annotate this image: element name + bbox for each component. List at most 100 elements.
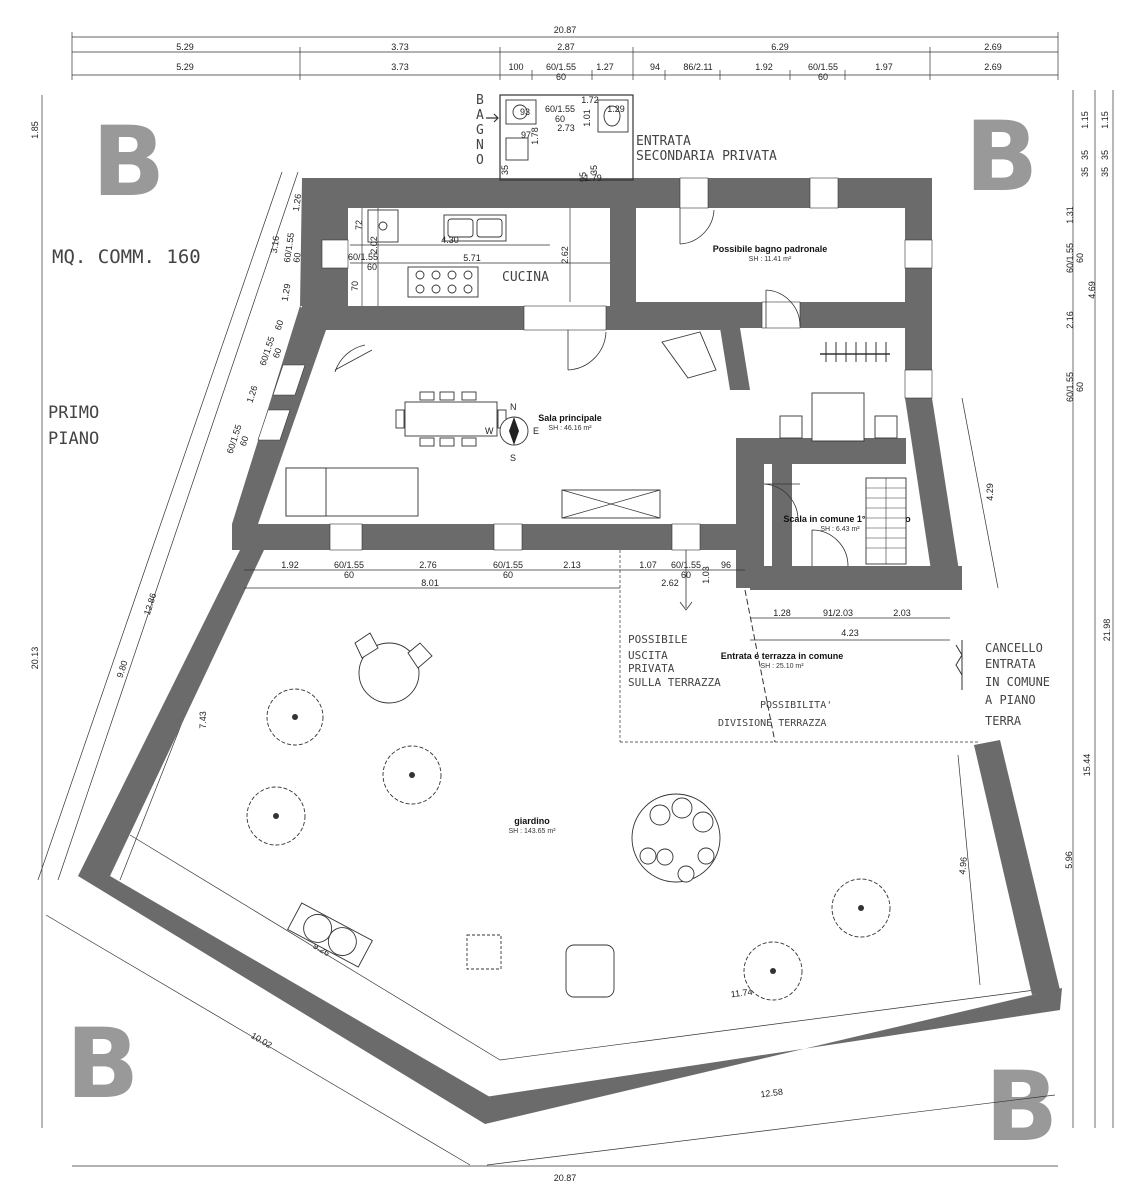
dim-label: 35 bbox=[1080, 167, 1090, 177]
dim-label: 10.02 bbox=[249, 1030, 274, 1050]
dim-label: 35 bbox=[1080, 150, 1090, 160]
dim-label: 1.28 bbox=[773, 608, 791, 618]
tree-icon bbox=[831, 878, 891, 938]
dim-label: 1.03 bbox=[701, 566, 711, 584]
dim-label: 2.02 bbox=[369, 236, 379, 254]
planter-icon bbox=[631, 793, 721, 883]
area-sala: SH : 46.16 m² bbox=[548, 425, 592, 432]
dim-label: 11.74 bbox=[730, 987, 753, 1000]
compass-e: E bbox=[533, 426, 539, 436]
dim-label: 86/2.11 bbox=[683, 62, 712, 72]
bottom-dimension-chains: 9.26 10.02 11.74 12.58 20.87 bbox=[45, 834, 1058, 1183]
lounger-icon bbox=[287, 902, 373, 968]
room-scala: Scala in comune 1° e 2° piano bbox=[783, 514, 911, 524]
dim-label: 60 bbox=[503, 570, 513, 580]
dim-label: 97 bbox=[521, 130, 531, 140]
note-primo: PRIMO bbox=[48, 403, 99, 423]
note-line: A PIANO bbox=[985, 693, 1036, 707]
dim-label: 2.69 bbox=[984, 42, 1002, 52]
dim-label: 2.03 bbox=[893, 608, 911, 618]
dim-label: 96 bbox=[721, 560, 731, 570]
right-dimension-chains: 1.15 1.15 35 35 35 35 1.31 60/1.55 60 4.… bbox=[957, 90, 1114, 1128]
tree-icon bbox=[266, 688, 324, 746]
note-line: PRIVATA bbox=[628, 662, 675, 675]
note-line: POSSIBILITA' bbox=[760, 700, 832, 711]
dim-label: 6.29 bbox=[771, 42, 789, 52]
dim-label: 3.73 bbox=[391, 62, 409, 72]
dim-label: 3.73 bbox=[391, 42, 409, 52]
dim-label: 60/1.55 bbox=[493, 560, 523, 570]
windows bbox=[257, 177, 933, 551]
dim-label: 2.16 bbox=[1065, 311, 1075, 329]
left-dimension-chains: 1.85 20.13 3.16 60/1.55 60 1.26 1.29 60 … bbox=[30, 95, 303, 1128]
watermark-b-bottom-right: B bbox=[985, 1051, 1058, 1163]
dim-label: 100 bbox=[508, 62, 523, 72]
dim-label: 5.71 bbox=[463, 253, 481, 263]
watermark-b-bottom-left: B bbox=[66, 1008, 139, 1120]
dim-label: 7.43 bbox=[198, 711, 208, 729]
compass-w: W bbox=[485, 426, 494, 436]
dim-label: 2.76 bbox=[419, 560, 437, 570]
dim-label: 1.92 bbox=[281, 560, 299, 570]
gate-icon bbox=[955, 640, 963, 690]
dim-label: 2.87 bbox=[557, 42, 575, 52]
note-line: POSSIBILE bbox=[628, 633, 688, 646]
sala-furniture bbox=[285, 331, 907, 565]
compass-n: N bbox=[510, 402, 517, 412]
bagno-letter: G bbox=[476, 123, 484, 138]
bagno-letter: B bbox=[476, 93, 484, 108]
area-bagno-padronale: SH : 11.41 m² bbox=[749, 256, 792, 263]
dim-label: 35 bbox=[589, 165, 599, 175]
dim-label: 60 bbox=[238, 435, 251, 448]
dim-label: 8.01 bbox=[421, 578, 439, 588]
dim-label: 1.79 bbox=[584, 173, 602, 183]
dim-label: 1.72 bbox=[581, 95, 599, 105]
area-giardino: SH : 143.65 m² bbox=[508, 828, 556, 835]
note-uscita: POSSIBILE USCITA PRIVATA SULLA TERRAZZA bbox=[628, 633, 721, 689]
dim-label: 1.29 bbox=[280, 283, 293, 302]
note-secondaria: SECONDARIA PRIVATA bbox=[636, 149, 777, 164]
dim-label: 1.27 bbox=[596, 62, 614, 72]
tree-icon bbox=[382, 745, 442, 805]
arrow-icon bbox=[486, 113, 499, 123]
note-line: SULLA TERRAZZA bbox=[628, 676, 721, 689]
watermark-b-top-right: B bbox=[965, 101, 1038, 213]
note-line: IN COMUNE bbox=[985, 675, 1050, 689]
arrow-icon bbox=[679, 550, 693, 611]
dim-label: 12.58 bbox=[760, 1087, 784, 1100]
dim-label: 2.13 bbox=[563, 560, 581, 570]
note-line: CANCELLO bbox=[985, 641, 1043, 655]
dim-label: 1.92 bbox=[755, 62, 773, 72]
note-line: DIVISIONE TERRAZZA bbox=[718, 718, 826, 729]
dim-label: 60/1.55 bbox=[545, 104, 575, 114]
dim-label: 60 bbox=[271, 347, 284, 360]
dim-label: 2.62 bbox=[560, 246, 570, 264]
dim-label: 60/1.55 bbox=[546, 62, 576, 72]
room-terrazza: Entrata e terrazza in comune bbox=[721, 651, 844, 661]
round-table-icon bbox=[358, 642, 420, 704]
dim-bottom-total: 20.87 bbox=[554, 1173, 577, 1183]
dim-label: 1.26 bbox=[245, 384, 260, 404]
dim-label: 60 bbox=[1075, 382, 1085, 392]
dim-label: 60/1.55 bbox=[1065, 372, 1075, 402]
dim-label: 5.96 bbox=[1064, 851, 1074, 869]
dim-label: 60 bbox=[555, 114, 565, 124]
note-bagno-vertical: B A G N O bbox=[476, 93, 484, 168]
dim-label: 60/1.55 bbox=[334, 560, 364, 570]
dim-label: 60 bbox=[367, 262, 377, 272]
dim-label: 60 bbox=[556, 72, 566, 82]
dim-label: 1.29 bbox=[607, 104, 625, 114]
dim-label: 1.15 bbox=[1080, 111, 1090, 129]
watermark-b-top-left: B bbox=[92, 106, 165, 218]
dim-label: 35 bbox=[1100, 150, 1110, 160]
tree-icon bbox=[246, 786, 306, 846]
dim-label: 60/1.55 bbox=[808, 62, 838, 72]
compass: N S E W bbox=[485, 402, 539, 463]
note-line: TERRA bbox=[985, 714, 1022, 728]
dim-label: 1.85 bbox=[30, 121, 40, 139]
terrace: 1.28 91/2.03 2.03 4.23 bbox=[619, 550, 978, 743]
dim-label: 91/2.03 bbox=[823, 608, 853, 618]
note-cucina: CUCINA bbox=[502, 270, 549, 285]
dim-label: 60 bbox=[818, 72, 828, 82]
